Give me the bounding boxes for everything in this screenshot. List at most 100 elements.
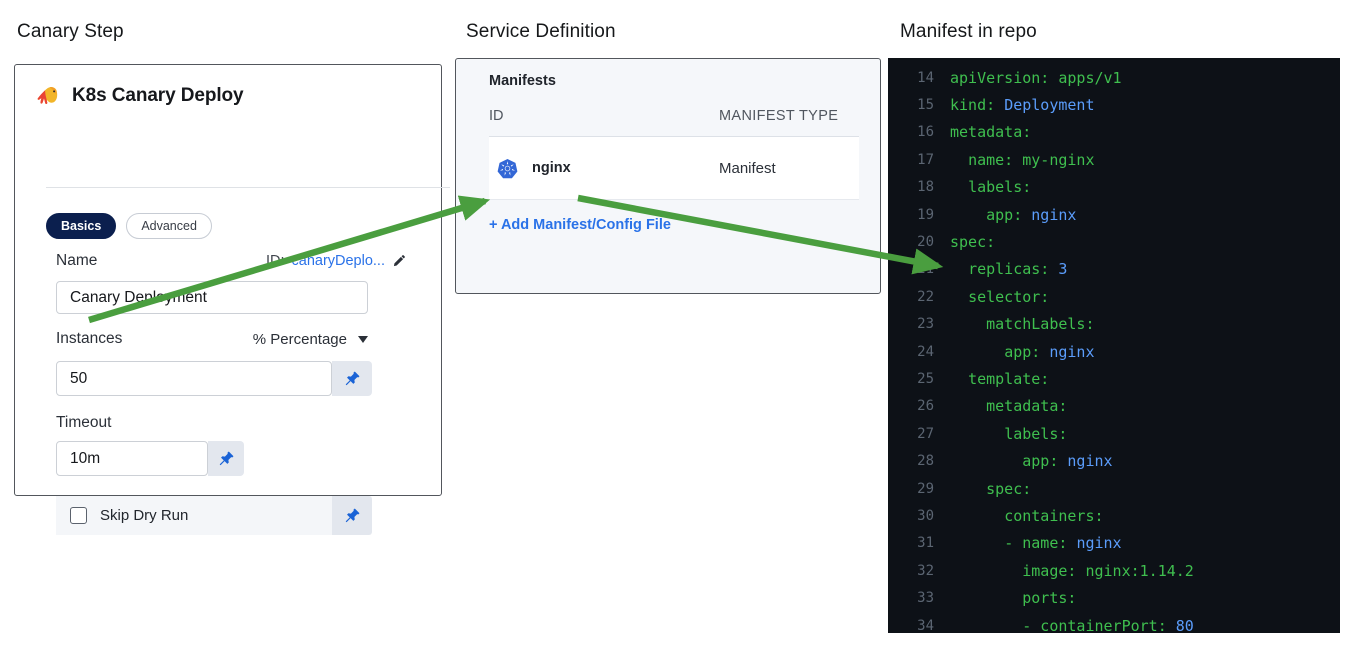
code-key: matchLabels: xyxy=(986,315,1095,334)
add-manifest-link[interactable]: + Add Manifest/Config File xyxy=(489,217,671,233)
line-number: 23 xyxy=(917,316,934,333)
code-text: containers: xyxy=(950,507,1103,525)
code-key: app: xyxy=(1004,342,1041,361)
code-value: nginx:1.14.2 xyxy=(1085,561,1194,580)
line-number: 26 xyxy=(917,398,934,415)
code-key: image: xyxy=(1022,561,1077,580)
code-text: selector: xyxy=(950,288,1049,306)
skip-dry-run-row[interactable]: Skip Dry Run xyxy=(56,496,332,535)
code-value: Deployment xyxy=(1004,96,1095,115)
code-line: 29 spec: xyxy=(888,475,1340,502)
code-line: 33 ports: xyxy=(888,584,1340,611)
code-text: matchLabels: xyxy=(950,315,1095,334)
table-row[interactable]: nginx Manifest xyxy=(489,137,859,200)
skip-dry-run-label: Skip Dry Run xyxy=(100,507,189,524)
line-number: 33 xyxy=(917,590,934,607)
tab-group: Basics Advanced xyxy=(46,213,212,240)
code-key: kind: xyxy=(950,96,996,115)
code-text: - containerPort: 80 xyxy=(950,617,1194,634)
line-number: 24 xyxy=(917,343,934,360)
code-key: apiVersion: xyxy=(950,68,1050,87)
line-number: 14 xyxy=(917,69,934,86)
code-key: template: xyxy=(968,369,1050,388)
code-key: labels: xyxy=(968,178,1032,197)
column-header-type: MANIFEST TYPE xyxy=(719,108,839,124)
pin-icon xyxy=(344,507,361,524)
table-divider xyxy=(489,136,859,137)
code-key: - name: xyxy=(1004,534,1068,553)
line-number: 16 xyxy=(917,124,934,141)
code-line: 30 containers: xyxy=(888,502,1340,529)
code-key: app: xyxy=(1022,452,1059,471)
id-prefix-label: ID: xyxy=(265,253,285,269)
code-line: 28 app: nginx xyxy=(888,447,1340,474)
code-key: spec: xyxy=(950,233,996,252)
name-field-row: Name ID: canaryDeplo... xyxy=(56,252,406,270)
step-id-display: ID: canaryDeplo... xyxy=(266,253,406,269)
code-value: nginx xyxy=(1031,205,1077,224)
code-text: app: nginx xyxy=(950,342,1095,361)
pin-icon-timeout[interactable] xyxy=(208,441,244,476)
code-line: 18 labels: xyxy=(888,174,1340,201)
line-number: 22 xyxy=(917,288,934,305)
code-value: nginx xyxy=(1076,534,1122,553)
code-line: 20 spec: xyxy=(888,228,1340,255)
tab-basics[interactable]: Basics xyxy=(46,213,117,240)
skip-dry-run-checkbox[interactable] xyxy=(70,507,87,524)
manifest-type: Manifest xyxy=(719,159,776,177)
code-text: spec: xyxy=(950,480,1031,498)
code-text: apiVersion: apps/v1 xyxy=(950,69,1122,87)
pencil-icon[interactable] xyxy=(392,254,406,268)
pin-icon xyxy=(218,450,235,467)
code-text: metadata: xyxy=(950,397,1067,415)
id-value[interactable]: canaryDeplo... xyxy=(291,253,386,269)
code-key: selector: xyxy=(968,287,1050,306)
code-key: metadata: xyxy=(986,397,1068,416)
code-value: 3 xyxy=(1058,260,1068,279)
code-key: app: xyxy=(986,205,1023,224)
code-text: ports: xyxy=(950,589,1076,607)
canary-step-card: K8s Canary Deploy Basics Advanced Name I… xyxy=(14,64,450,535)
code-line: 24 app: nginx xyxy=(888,338,1340,365)
instances-input[interactable]: 50 xyxy=(56,361,332,396)
timeout-input[interactable]: 10m xyxy=(56,441,208,476)
caption-canary-step: Canary Step xyxy=(17,21,124,42)
line-number: 19 xyxy=(917,206,934,223)
column-header-id: ID xyxy=(489,108,504,124)
name-input[interactable]: Canary Deployment xyxy=(56,281,368,314)
code-value: 80 xyxy=(1175,616,1194,634)
code-text: kind: Deployment xyxy=(950,96,1095,114)
step-header: K8s Canary Deploy xyxy=(15,65,441,107)
line-number: 31 xyxy=(917,535,934,552)
instances-unit-select[interactable]: % Percentage xyxy=(253,331,368,348)
chevron-down-icon xyxy=(358,335,368,343)
code-text: name: my-nginx xyxy=(950,150,1094,169)
code-key: name: xyxy=(968,150,1014,169)
code-text: app: nginx xyxy=(950,452,1112,471)
code-value: nginx xyxy=(1049,342,1095,361)
instances-label: Instances xyxy=(56,330,123,347)
line-number: 29 xyxy=(917,480,934,497)
pin-icon-instances[interactable] xyxy=(332,361,372,396)
code-line: 32 image: nginx:1.14.2 xyxy=(888,557,1340,584)
code-line: 25 template: xyxy=(888,365,1340,392)
code-line: 17 name: my-nginx xyxy=(888,146,1340,173)
code-line: 14 apiVersion: apps/v1 xyxy=(888,64,1340,91)
service-definition-card: Manifests ID MANIFEST TYPE xyxy=(455,58,881,294)
code-key: labels: xyxy=(1004,424,1068,443)
tab-advanced[interactable]: Advanced xyxy=(126,213,212,240)
code-text: - name: nginx xyxy=(950,534,1122,553)
line-number: 20 xyxy=(917,234,934,251)
code-line: 21 replicas: 3 xyxy=(888,256,1340,283)
line-number: 21 xyxy=(917,261,934,278)
line-number: 32 xyxy=(917,562,934,579)
pin-icon-skip-dry-run[interactable] xyxy=(332,496,372,535)
instances-input-value: 50 xyxy=(70,369,88,387)
line-number: 34 xyxy=(917,617,934,634)
line-number: 25 xyxy=(917,370,934,387)
code-value: apps/v1 xyxy=(1058,68,1122,87)
manifests-table-header: ID MANIFEST TYPE xyxy=(489,108,859,124)
